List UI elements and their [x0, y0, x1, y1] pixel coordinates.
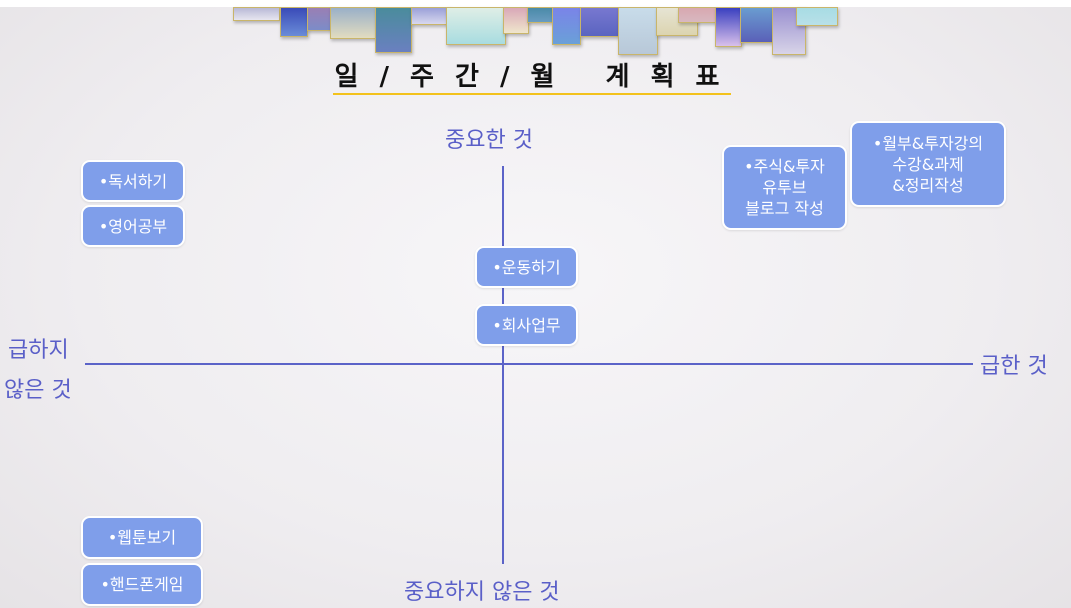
task-webtoon[interactable]: •웹툰보기 [81, 516, 203, 559]
task-lecture[interactable]: •월부&투자강의 수강&과제 &정리작성 [850, 121, 1006, 207]
task-exercise[interactable]: •운동하기 [475, 246, 578, 288]
axis-label-not-urgent-2: 않은 것 [4, 378, 72, 403]
task-reading[interactable]: •독서하기 [81, 160, 185, 202]
task-phone-game[interactable]: •핸드폰게임 [81, 563, 203, 606]
task-work[interactable]: •회사업무 [475, 304, 578, 346]
top-band [0, 0, 1071, 7]
axis-label-urgent: 급한 것 [980, 354, 1048, 379]
page-title: 일 / 주 간 / 월 계 획 표 [334, 62, 726, 92]
axis-label-not-important: 중요하지 않은 것 [404, 580, 560, 605]
importance-axis [502, 166, 504, 564]
axis-label-not-urgent-1: 급하지 [8, 338, 69, 363]
task-english[interactable]: •영어공부 [81, 205, 185, 247]
urgency-axis [85, 363, 973, 365]
axis-label-important: 중요한 것 [445, 128, 533, 153]
title-underline [333, 93, 731, 95]
task-stock-youtube-blog[interactable]: •주식&투자 유투브 블로그 작성 [722, 145, 847, 230]
